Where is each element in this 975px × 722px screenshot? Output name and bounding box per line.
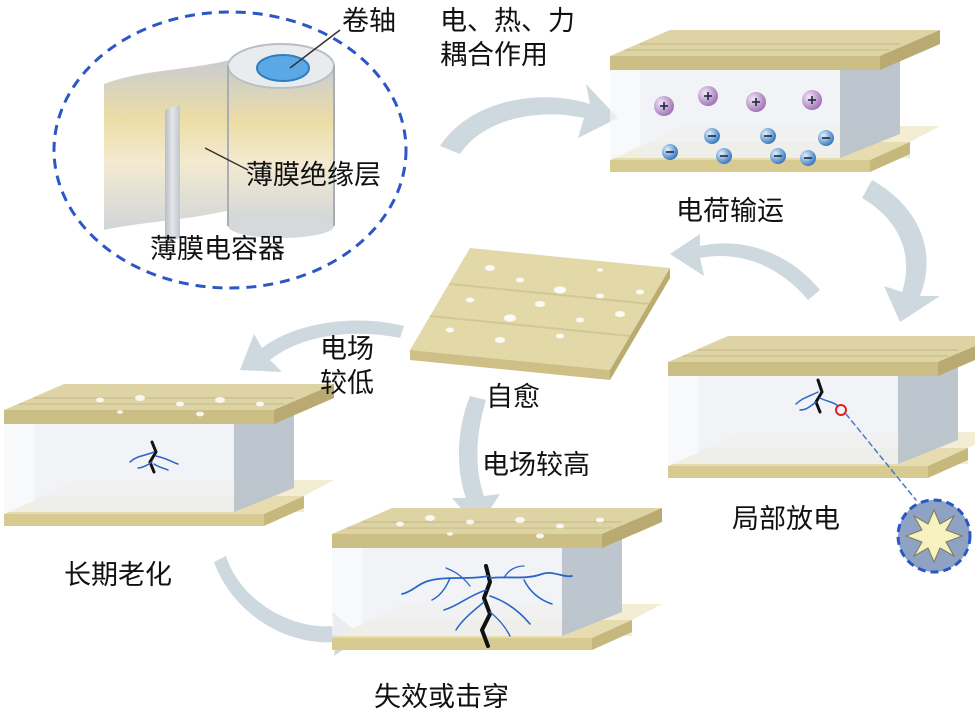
negative-charge-icon xyxy=(800,150,816,166)
negative-charge-icon xyxy=(716,148,732,164)
positive-charge-icon xyxy=(746,92,766,112)
positive-charge-icon xyxy=(698,86,718,106)
long-term-aging-label: 长期老化 xyxy=(64,560,172,591)
negative-charge-icon xyxy=(770,148,786,164)
negative-charge-icon xyxy=(662,144,678,160)
discharge-marker xyxy=(835,404,847,416)
partial-discharge-label: 局部放电 xyxy=(732,504,840,535)
spark-icon xyxy=(904,508,964,564)
field-low-label-line1: 电场 xyxy=(320,334,374,365)
positive-charge-icon xyxy=(654,96,674,116)
field-low-label-line2: 较低 xyxy=(320,368,374,399)
failure-spots xyxy=(396,515,604,539)
flow-arrows xyxy=(214,84,940,656)
field-high-label: 电场较高 xyxy=(482,450,590,481)
aging-tree xyxy=(129,440,179,474)
partial-discharge-block xyxy=(667,335,975,479)
negative-charge-icon xyxy=(818,130,834,146)
aging-spots xyxy=(96,395,264,417)
failure-block xyxy=(331,507,663,651)
spark-inset xyxy=(896,498,972,574)
coupling-label-line2: 耦合作用 xyxy=(440,40,548,71)
self-healing-plate xyxy=(410,248,670,380)
negative-charge-icon xyxy=(760,128,776,144)
breakdown-tree xyxy=(401,564,573,648)
positive-charge-icon xyxy=(802,90,822,110)
coupling-label-line1: 电、热、力 xyxy=(440,6,575,37)
film-capacitor-illustration xyxy=(104,29,341,242)
film-capacitor-label: 薄膜电容器 xyxy=(150,234,285,265)
partial-discharge-tree xyxy=(795,378,917,501)
zoom-dashed-circle xyxy=(52,10,408,290)
charge-transport-label: 电荷输运 xyxy=(676,196,784,227)
long-term-aging-block xyxy=(3,383,335,527)
self-healing-label: 自愈 xyxy=(486,382,540,413)
reel-label: 卷轴 xyxy=(342,6,396,37)
failure-breakdown-label: 失效或击穿 xyxy=(374,682,509,713)
negative-charge-icon xyxy=(704,128,720,144)
film-insulation-label: 薄膜绝缘层 xyxy=(246,160,381,191)
charge-particles xyxy=(654,86,834,166)
